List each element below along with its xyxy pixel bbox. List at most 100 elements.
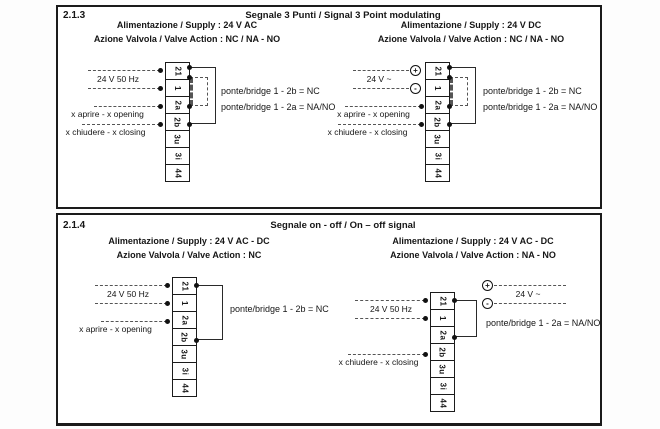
bridge-jumper-solid (190, 67, 216, 124)
terminal-label: 3i (432, 152, 442, 160)
bridge-note: ponte/bridge 1 - 2a = NA/NO (486, 315, 600, 331)
minus-terminal-icon: - (410, 83, 421, 94)
bridge-note-line: ponte/bridge 1 - 2b = NC (221, 86, 320, 96)
terminal-cell: 1 (165, 79, 190, 97)
supply-wire-1 (95, 301, 170, 306)
terminal-cell: 3u (172, 345, 197, 363)
terminal-cell: 3i (172, 362, 197, 380)
opening-wire (101, 319, 170, 324)
supply-wire-minus (353, 88, 409, 89)
terminal-label: 44 (438, 398, 447, 408)
bridge-jumper-solid (450, 67, 476, 124)
terminal-cell: 44 (165, 164, 190, 182)
supply-wire-21 (95, 283, 170, 288)
supply-header: Alimentazione / Supply : 24 V AC - DC (108, 236, 270, 246)
bridge-note: ponte/bridge 1 - 2b = NC ponte/bridge 1 … (221, 83, 335, 115)
junction-dot (194, 283, 199, 288)
left-column-header: Alimentazione / Supply : 24 V AC Azione … (58, 18, 316, 46)
terminal-label: 1 (432, 85, 442, 91)
minus-terminal-icon: - (482, 298, 493, 309)
section-number: 2.1.3 (63, 10, 86, 21)
terminal-cell: 2b (172, 328, 197, 346)
junction-dot (187, 122, 192, 127)
terminal-label: 2b (173, 116, 182, 128)
right-column-header: Alimentazione / Supply : 24 V DC Azione … (342, 18, 600, 46)
supply-wire-21 (355, 298, 428, 303)
terminal-label: 3i (179, 367, 189, 375)
terminal-label: 1 (179, 300, 189, 306)
dc-supply-wire-plus (494, 285, 566, 286)
bridge-note-line: ponte/bridge 1 - 2b = NC (230, 304, 329, 314)
bridge-note: ponte/bridge 1 - 2b = NC (230, 301, 329, 317)
terminal-label: 21 (180, 281, 189, 291)
terminal-block: 21 1 2a 2b 3u 3i 44 (425, 62, 450, 182)
opening-label: x aprire - x opening (337, 109, 410, 119)
opening-label: x aprire - x opening (79, 324, 152, 334)
closing-label: x chiudere - x closing (338, 357, 419, 367)
junction-dot (447, 65, 452, 70)
terminal-cell: 1 (425, 79, 450, 97)
terminal-cell: 44 (172, 379, 197, 397)
junction-dot (187, 75, 192, 80)
bridge-note: ponte/bridge 1 - 2b = NC ponte/bridge 1 … (483, 83, 597, 115)
terminal-block: 21 1 2a 2b 3u 3i 44 (165, 62, 190, 182)
terminal-label: 44 (433, 168, 442, 178)
terminal-label: 21 (438, 296, 447, 306)
terminal-label: 2b (180, 331, 189, 343)
terminal-label: 2b (438, 346, 447, 358)
left-column-header: Alimentazione / Supply : 24 V AC - DC Az… (58, 234, 320, 262)
terminal-label: 44 (180, 383, 189, 393)
terminal-label: 21 (173, 66, 182, 76)
terminal-label: 2a (433, 100, 442, 110)
terminal-label: 3i (172, 152, 182, 160)
panel-signal-3-point: 2.1.3 Segnale 3 Punti / Signal 3 Point m… (56, 5, 602, 209)
supply-header: Alimentazione / Supply : 24 V DC (400, 20, 542, 30)
terminal-cell: 1 (172, 294, 197, 312)
supply-voltage-label: 24 V 50 Hz (96, 74, 140, 84)
terminal-block: 21 1 2a 2b 3u 3i 44 (172, 277, 197, 397)
opening-wire (94, 104, 163, 109)
dc-supply-wire-minus (494, 303, 566, 304)
terminal-label: 21 (433, 66, 442, 76)
section-number: 2.1.4 (63, 220, 86, 231)
terminal-cell: 2a (172, 311, 197, 329)
plus-terminal-icon: + (410, 65, 421, 76)
bridge-note-line: ponte/bridge 1 - 2b = NC (483, 86, 582, 96)
supply-voltage-label: 24 V 50 Hz (106, 289, 150, 299)
bridge-jumper-dashed (450, 77, 468, 106)
supply-header: Alimentazione / Supply : 24 V AC - DC (392, 236, 554, 246)
supply-wire-21 (88, 68, 163, 73)
supply-header: Alimentazione / Supply : 24 V AC (116, 20, 258, 30)
terminal-cell: 1 (430, 309, 455, 327)
bridge-jumper-solid (455, 300, 477, 337)
valve-action-header: Azione Valvola / Valve Action : NA - NO (390, 250, 556, 260)
supply-wire-1 (355, 316, 428, 321)
bridge-note-line: ponte/bridge 1 - 2a = NA/NO (486, 318, 601, 328)
closing-label: x chiudere - x closing (65, 127, 146, 137)
junction-dot (447, 104, 452, 109)
opening-label: x aprire - x opening (71, 109, 144, 119)
terminal-label: 3u (438, 363, 447, 375)
panel-title: Segnale 3 Punti / Signal 3 Point modulat… (245, 10, 441, 21)
valve-action-header: Azione Valvola / Valve Action : NC (116, 250, 262, 260)
terminal-cell: 2b (425, 113, 450, 131)
terminal-cell: 3i (425, 147, 450, 165)
terminal-label: 1 (172, 85, 182, 91)
terminal-cell: 2a (430, 326, 455, 344)
supply-wire-1 (88, 86, 163, 91)
terminal-label: 3i (437, 382, 447, 390)
terminal-cell: 44 (425, 164, 450, 182)
supply-wire-plus (353, 70, 409, 71)
terminal-label: 44 (173, 168, 182, 178)
terminal-cell: 3u (425, 130, 450, 148)
closing-label: x chiudere - x closing (327, 127, 408, 137)
bridge-jumper-dashed (190, 77, 208, 106)
terminal-cell: 44 (430, 394, 455, 412)
junction-dot (452, 298, 457, 303)
terminal-block: 21 1 2a 2b 3u 3i 44 (430, 292, 455, 412)
valve-action-header: Azione Valvola / Valve Action : NC / NA … (377, 34, 565, 44)
junction-dot (447, 75, 452, 80)
terminal-cell: 3i (430, 377, 455, 395)
valve-action-header: Azione Valvola / Valve Action : NC / NA … (93, 34, 281, 44)
